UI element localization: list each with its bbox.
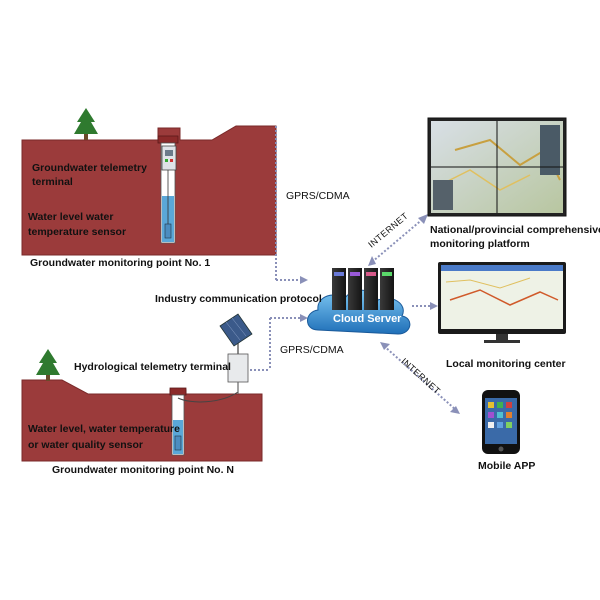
solar-panel-icon: [219, 313, 253, 356]
telemetry-terminal-label-2: terminal: [32, 176, 73, 188]
arrow-head: [300, 314, 308, 322]
tree-icon: [74, 108, 98, 140]
gprs-label-top: GPRS/CDMA: [286, 190, 350, 202]
sensor-label-2: temperature sensor: [28, 226, 127, 238]
local-link: [412, 302, 438, 310]
gprs-link-bottom: [250, 317, 300, 371]
well-icon: [169, 387, 187, 456]
sensor-n-label-1: Water level, water temperature: [28, 423, 180, 435]
smartphone-icon: [482, 390, 520, 454]
monitoring-point-n-caption: Groundwater monitoring point No. N: [52, 464, 234, 476]
gprs-link-top: [275, 126, 300, 281]
monitoring-point-1-caption: Groundwater monitoring point No. 1: [30, 257, 211, 269]
arrow-head: [300, 276, 308, 284]
cloud-server-label: Cloud Server: [333, 313, 402, 325]
internet-link-bottom: [380, 342, 460, 414]
sensor-label-1: Water level water: [28, 211, 114, 223]
telemetry-terminal-label-1: Groundwater telemetry: [32, 162, 147, 174]
national-platform-label-1: National/provincial comprehensive: [430, 224, 600, 236]
mobile-app-label: Mobile APP: [478, 460, 536, 472]
server-rack-icon: [332, 268, 394, 310]
ground-block-1: [21, 125, 277, 256]
hydro-terminal-label: Hydrological telemetry terminal: [74, 361, 231, 373]
video-wall-icon: [427, 117, 567, 217]
internet-link-top: [368, 214, 428, 266]
telemetry-box-icon: [227, 353, 249, 394]
sensor-n-label-2: or water quality sensor: [28, 439, 143, 451]
telemetry-box-icon: [161, 145, 177, 171]
industry-protocol-label: Industry communication protocol: [155, 293, 322, 305]
gprs-label-bottom: GPRS/CDMA: [280, 344, 344, 356]
tree-icon: [36, 349, 60, 381]
national-platform-label-2: monitoring platform: [430, 238, 530, 250]
local-center-label: Local monitoring center: [446, 358, 566, 370]
monitor-icon: [438, 262, 566, 343]
